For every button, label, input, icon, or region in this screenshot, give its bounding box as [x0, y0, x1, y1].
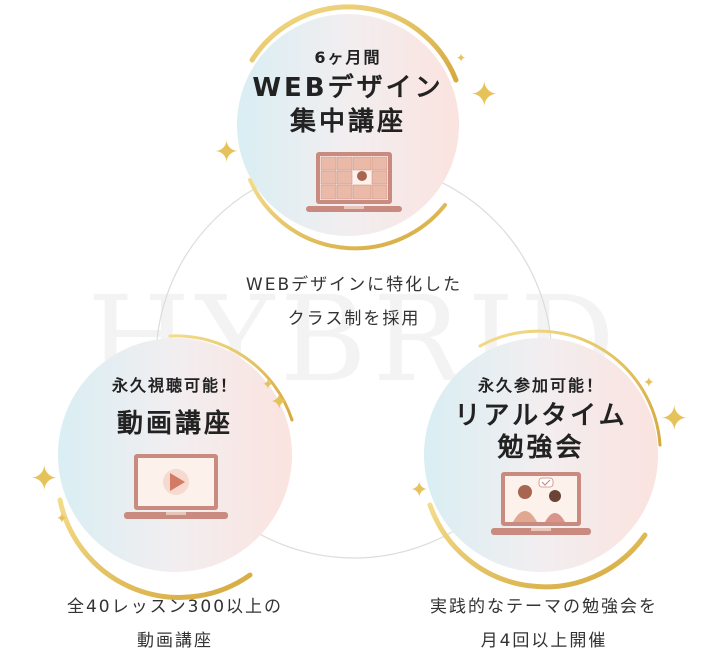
- top-circle-duration-label: 6ヶ月間: [314, 48, 382, 67]
- sparkle-icon: ✦: [262, 377, 274, 393]
- right-circle-title-line1: リアルタイム: [454, 401, 628, 431]
- sparkle-icon: ✦: [214, 135, 240, 170]
- top-circle-title-line2: 集中講座: [289, 107, 406, 137]
- sparkle-icon: ✦: [30, 459, 59, 499]
- left-circle-availability-label: 永久視聴可能！: [111, 376, 238, 395]
- top-circle-title-line1: WEBデザイン: [252, 73, 444, 103]
- left-circle-title: 動画講座: [116, 409, 233, 439]
- laptop-play-icon: [124, 454, 228, 519]
- laptop-video-call-icon: [306, 152, 402, 212]
- sparkle-icon: ✦: [56, 511, 68, 527]
- right-circle-availability-label: 永久参加可能！: [477, 376, 604, 395]
- sparkle-icon: ✦: [470, 75, 499, 115]
- laptop-chat-icon: [491, 472, 591, 535]
- right-caption-line1: 実践的なテーマの勉強会を: [430, 597, 658, 617]
- left-caption-line2: 動画講座: [137, 631, 213, 651]
- sparkle-icon: ✦: [270, 390, 289, 415]
- center-caption-line1: WEBデザインに特化した: [245, 275, 463, 295]
- sparkle-icon: ✦: [456, 51, 467, 65]
- center-caption-line2: クラス制を採用: [287, 309, 421, 329]
- right-circle-title-line2: 勉強会: [497, 433, 585, 463]
- left-caption-line1: 全40レッスン300以上の: [66, 597, 284, 617]
- sparkle-icon: ✦: [660, 399, 689, 439]
- sparkle-icon: ✦: [643, 375, 655, 391]
- sparkle-icon: ✦: [410, 478, 429, 503]
- right-caption-line2: 月4回以上開催: [480, 631, 608, 651]
